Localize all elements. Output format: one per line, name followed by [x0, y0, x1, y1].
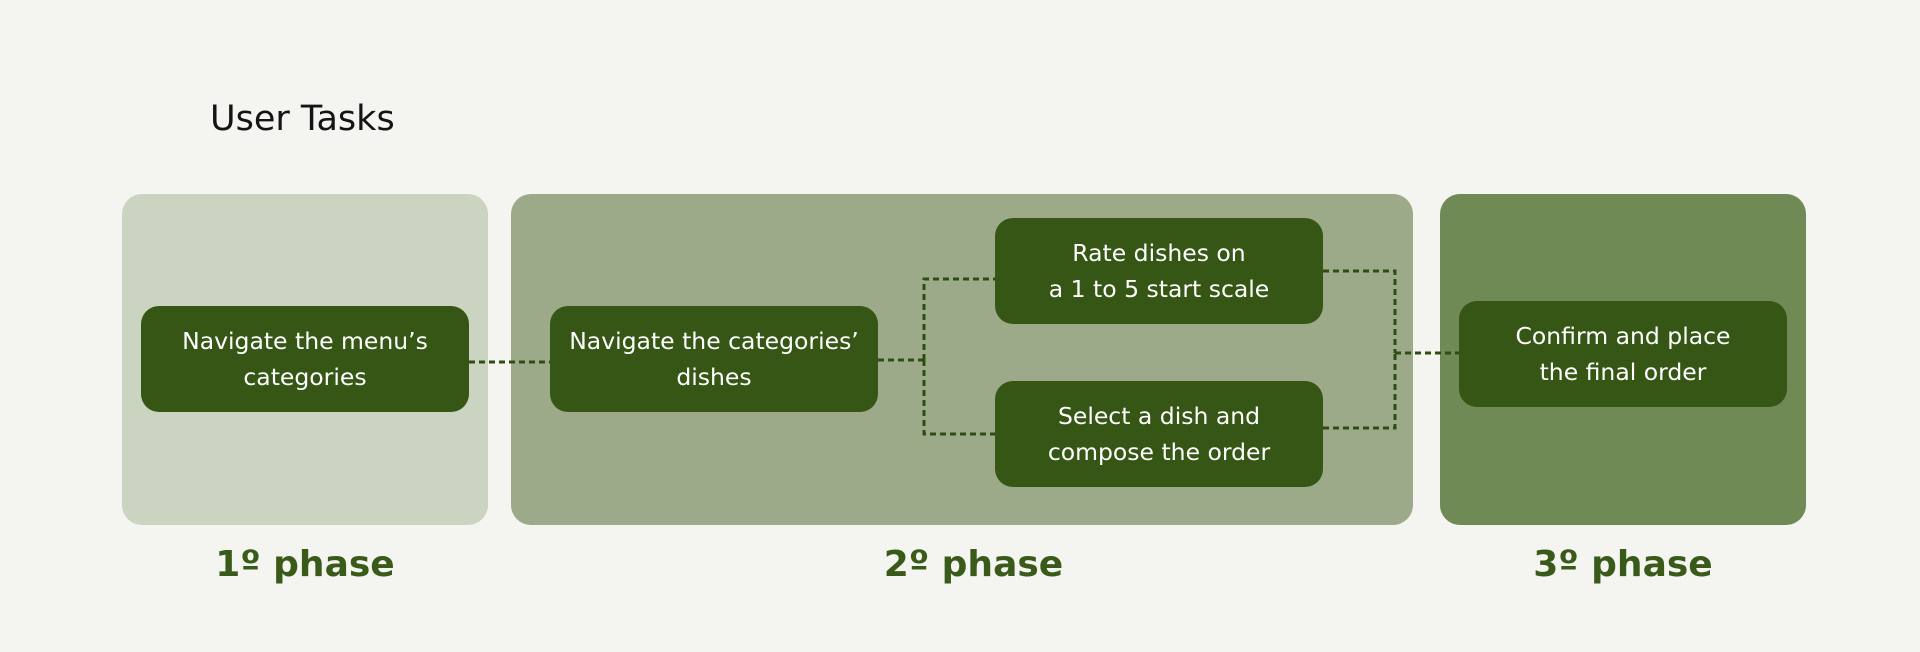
task-confirm-place-order: Confirm and place the final order — [1459, 301, 1787, 407]
phase-1-label: 1º phase — [215, 544, 395, 585]
task-navigate-category-dishes: Navigate the categories’ dishes — [550, 306, 878, 412]
task-navigate-menu-categories: Navigate the menu’s categories — [141, 306, 469, 412]
task-rate-dishes: Rate dishes on a 1 to 5 start scale — [995, 218, 1323, 324]
task-select-dish-compose-order: Select a dish and compose the order — [995, 381, 1323, 487]
page-title: User Tasks — [210, 99, 395, 139]
phase-3-label: 3º phase — [1533, 544, 1713, 585]
phase-2-label: 2º phase — [883, 544, 1064, 585]
